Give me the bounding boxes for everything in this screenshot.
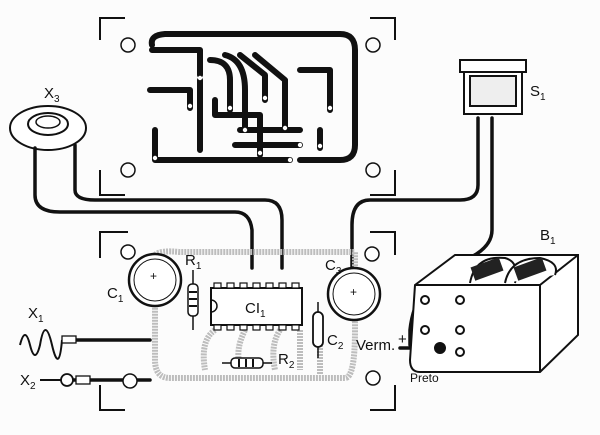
- label-c1: C1: [107, 285, 124, 305]
- component-side-board: + C1 R1 CI1 + C3: [99, 231, 396, 411]
- pcb-traces: [147, 31, 358, 163]
- transducer-x3: X3: [9, 85, 87, 151]
- ic-ci1: CI1: [210, 282, 303, 331]
- capacitor-c2: C2: [312, 302, 344, 358]
- gray-traces: [152, 248, 358, 381]
- label-x2: X2: [20, 372, 36, 392]
- capacitor-c1: + C1: [107, 252, 183, 308]
- sensor-x1: X1: [19, 305, 77, 360]
- capacitor-c3: + C3: [325, 257, 382, 322]
- battery-plus-sign: +: [398, 331, 407, 348]
- c3-plus-sign: +: [350, 285, 357, 299]
- resistor-r1: R1: [185, 252, 202, 330]
- switch-s1: S1: [459, 59, 546, 115]
- label-r2: R2: [278, 351, 295, 371]
- label-r1: R1: [185, 252, 202, 272]
- battery-holder-b1: B1: [408, 227, 579, 373]
- label-b1: B1: [540, 227, 556, 247]
- pcb-copper-side: [99, 17, 396, 196]
- label-s1: S1: [530, 83, 546, 103]
- resistor-r2: R2: [222, 351, 295, 371]
- label-c2: C2: [327, 332, 344, 352]
- sensor-x2: X2: [20, 372, 91, 392]
- label-x1: X1: [28, 305, 44, 325]
- label-c3: C3: [325, 257, 342, 277]
- label-preto: Preto: [410, 371, 439, 385]
- label-verm: Verm.: [356, 337, 395, 354]
- c1-plus-sign: +: [150, 269, 157, 283]
- label-x3: X3: [44, 85, 60, 105]
- label-ci1: CI1: [245, 300, 266, 320]
